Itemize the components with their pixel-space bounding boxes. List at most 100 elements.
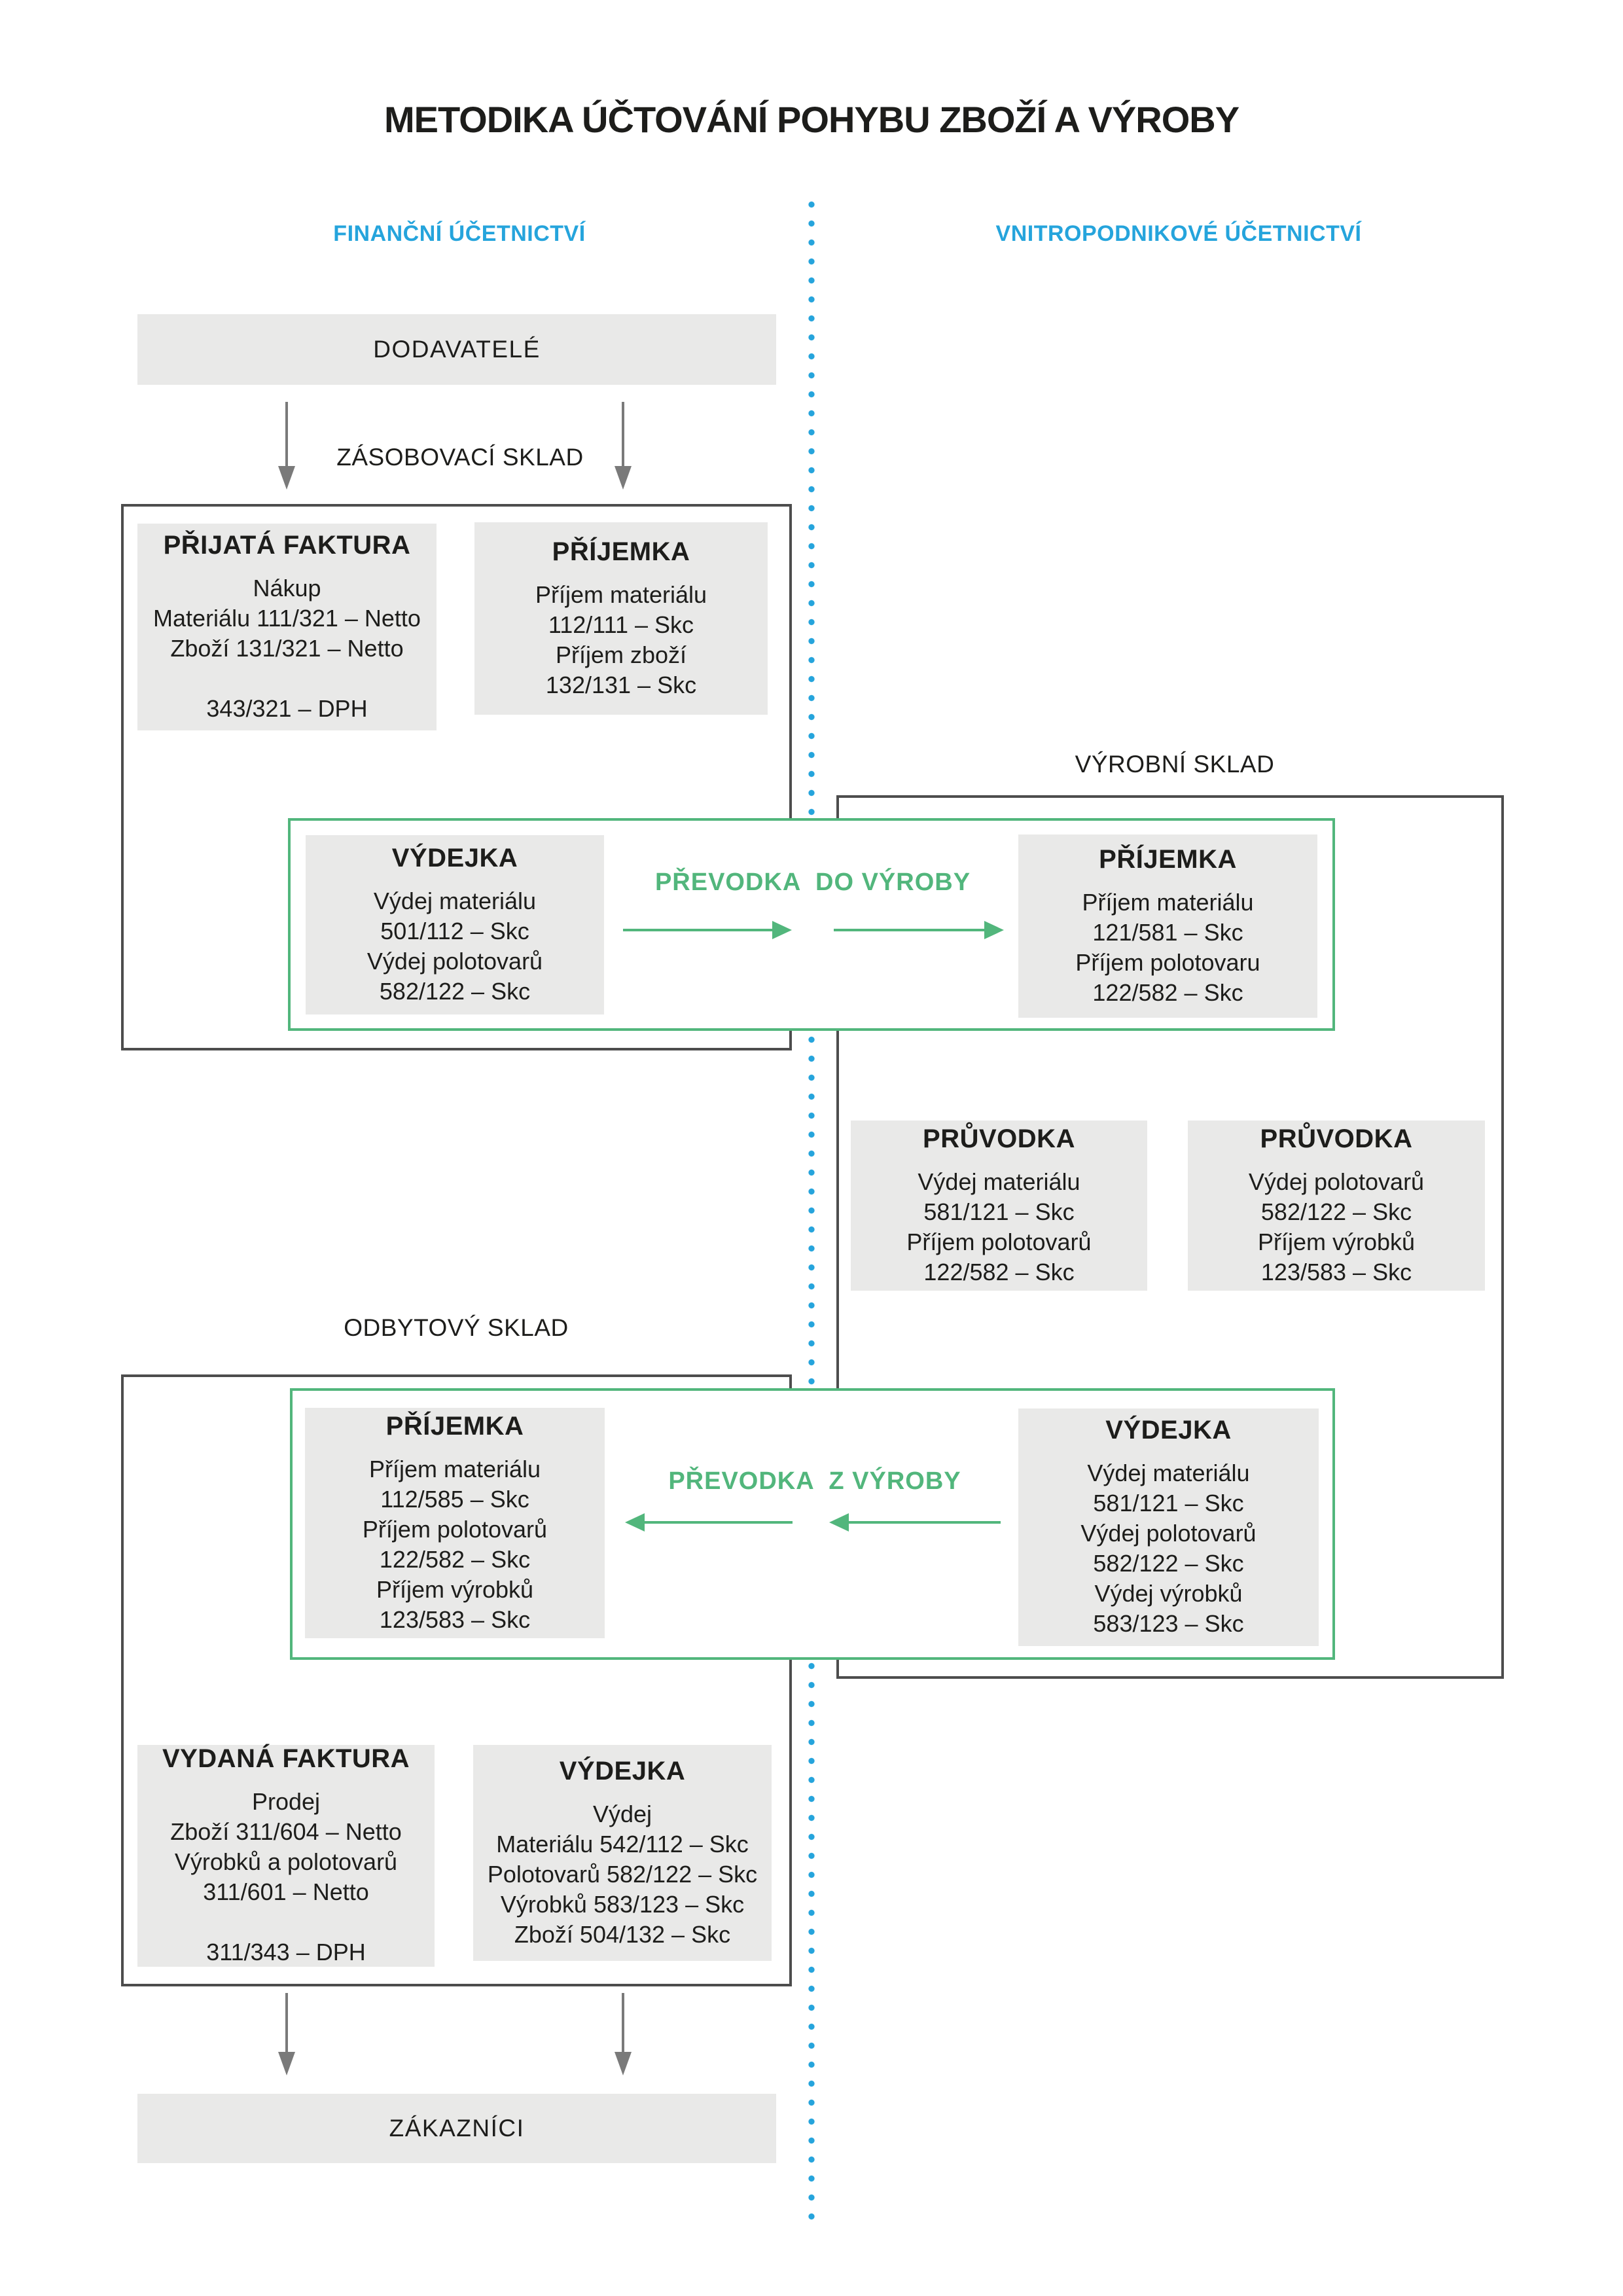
arrow-shaft [623, 929, 775, 931]
arrow-shaft [622, 402, 624, 467]
label-sales-warehouse: ODBYTOVÝ SKLAD [344, 1314, 569, 1341]
card-title: PŘÍJEMKA [385, 1411, 524, 1441]
arrow-down-icon [276, 402, 298, 490]
arrow-shaft [285, 1993, 288, 2053]
card-title: PŘIJATÁ FAKTURA [163, 530, 411, 560]
arrow-left-icon [625, 1513, 793, 1532]
card-line: Příjem zboží [555, 641, 687, 668]
card-line: 581/121 – Skc [923, 1198, 1075, 1225]
card-line: Výdej materiálu [918, 1168, 1080, 1195]
card-line: 311/343 – DPH [206, 1939, 366, 1965]
card-line: Materiálu 111/321 – Netto [153, 604, 421, 632]
customers-box: ZÁKAZNÍCI [137, 2094, 776, 2163]
card-line: 501/112 – Skc [380, 917, 529, 944]
arrow-head [615, 2052, 632, 2075]
arrow-shaft [834, 929, 987, 931]
card-line: Zboží 311/604 – Netto [170, 1818, 402, 1845]
card-title: VYDANÁ FAKTURA [162, 1744, 410, 1773]
arrow-shaft [642, 1521, 793, 1524]
card-line: Výdej materiálu [373, 887, 537, 914]
card-line: Výdej polotovarů [1248, 1168, 1425, 1195]
card-line: Výdej [592, 1800, 652, 1827]
arrow-left-icon [829, 1513, 1001, 1532]
arrow-head [772, 921, 792, 939]
card-line: Zboží 131/321 – Netto [170, 634, 404, 662]
card-line: 311/601 – Netto [203, 1878, 369, 1905]
arrow-head [829, 1513, 849, 1532]
label-transfer-to-production: PŘEVODKA DO VÝROBY [654, 869, 971, 896]
dotted-divider-line [808, 195, 815, 2221]
arrow-head [625, 1513, 645, 1532]
card-line: 582/122 – Skc [1093, 1550, 1244, 1577]
card-title: VÝDEJKA [559, 1756, 686, 1785]
card-line: Výdej polotovarů [1080, 1520, 1257, 1547]
card-line: Nákup [253, 574, 321, 601]
card-title: PRŮVODKA [1260, 1124, 1413, 1153]
card-line: 583/123 – Skc [1093, 1610, 1244, 1637]
card-line: Příjem výrobků [376, 1575, 534, 1603]
card-title: PŘÍJEMKA [552, 537, 690, 566]
arrow-down-icon [276, 1993, 298, 2075]
arrow-head [615, 466, 632, 490]
card-line: Příjem materiálu [1082, 888, 1254, 916]
arrow-head [278, 466, 295, 490]
label-transfer-from-production: PŘEVODKA Z VÝROBY [668, 1467, 961, 1495]
card-line: 121/581 – Skc [1092, 918, 1243, 946]
card-line: Prodej [251, 1788, 321, 1815]
label-production-warehouse: VÝROBNÍ SKLAD [1075, 751, 1275, 778]
arrow-shaft [846, 1521, 1001, 1524]
card-line: Příjem polotovarů [906, 1228, 1092, 1255]
card-line: Příjem polotovaru [1075, 948, 1260, 976]
card-line: Příjem polotovarů [362, 1515, 548, 1543]
card-line: 122/582 – Skc [379, 1545, 531, 1573]
card-line: Materiálu 542/112 – Skc [496, 1830, 749, 1857]
card-line: Příjem materiálu [368, 1455, 541, 1482]
card-line: Polotovarů 582/122 – Skc [487, 1860, 758, 1888]
card-line: Výrobků a polotovarů [174, 1848, 398, 1875]
card-line: 581/121 – Skc [1093, 1490, 1244, 1516]
arrow-head [278, 2052, 295, 2075]
card-line: 123/583 – Skc [1260, 1258, 1412, 1285]
card-line: Výdej výrobků [1094, 1580, 1243, 1607]
card-title: PŘÍJEMKA [1099, 844, 1237, 874]
card-line: 112/111 – Skc [548, 611, 694, 638]
column-header-financial: FINANČNÍ ÚČETNICTVÍ [333, 221, 586, 246]
card-line: Výdej materiálu [1087, 1460, 1250, 1486]
page-title: METODIKA ÚČTOVÁNÍ POHYBU ZBOŽÍ A VÝROBY [383, 99, 1240, 140]
card-title: PRŮVODKA [923, 1124, 1075, 1153]
arrow-down-icon [612, 1993, 634, 2075]
card-line: Zboží 504/132 – Skc [514, 1920, 731, 1948]
card-line: 582/122 – Skc [1260, 1198, 1412, 1225]
card-line: 112/585 – Skc [380, 1485, 529, 1513]
card-title: VÝDEJKA [1105, 1416, 1232, 1444]
arrow-shaft [622, 1993, 624, 2053]
label-supply-warehouse: ZÁSOBOVACÍ SKLAD [336, 444, 584, 471]
arrow-right-icon [623, 921, 792, 939]
card-line: Příjem materiálu [535, 581, 707, 608]
card-line: Příjem výrobků [1257, 1228, 1416, 1255]
suppliers-box: DODAVATELÉ [137, 314, 776, 385]
card-title: VÝDEJKA [391, 843, 518, 872]
card-line: 582/122 – Skc [379, 977, 531, 1005]
card-line: 122/582 – Skc [1092, 978, 1243, 1006]
card-line: 122/582 – Skc [923, 1258, 1075, 1285]
